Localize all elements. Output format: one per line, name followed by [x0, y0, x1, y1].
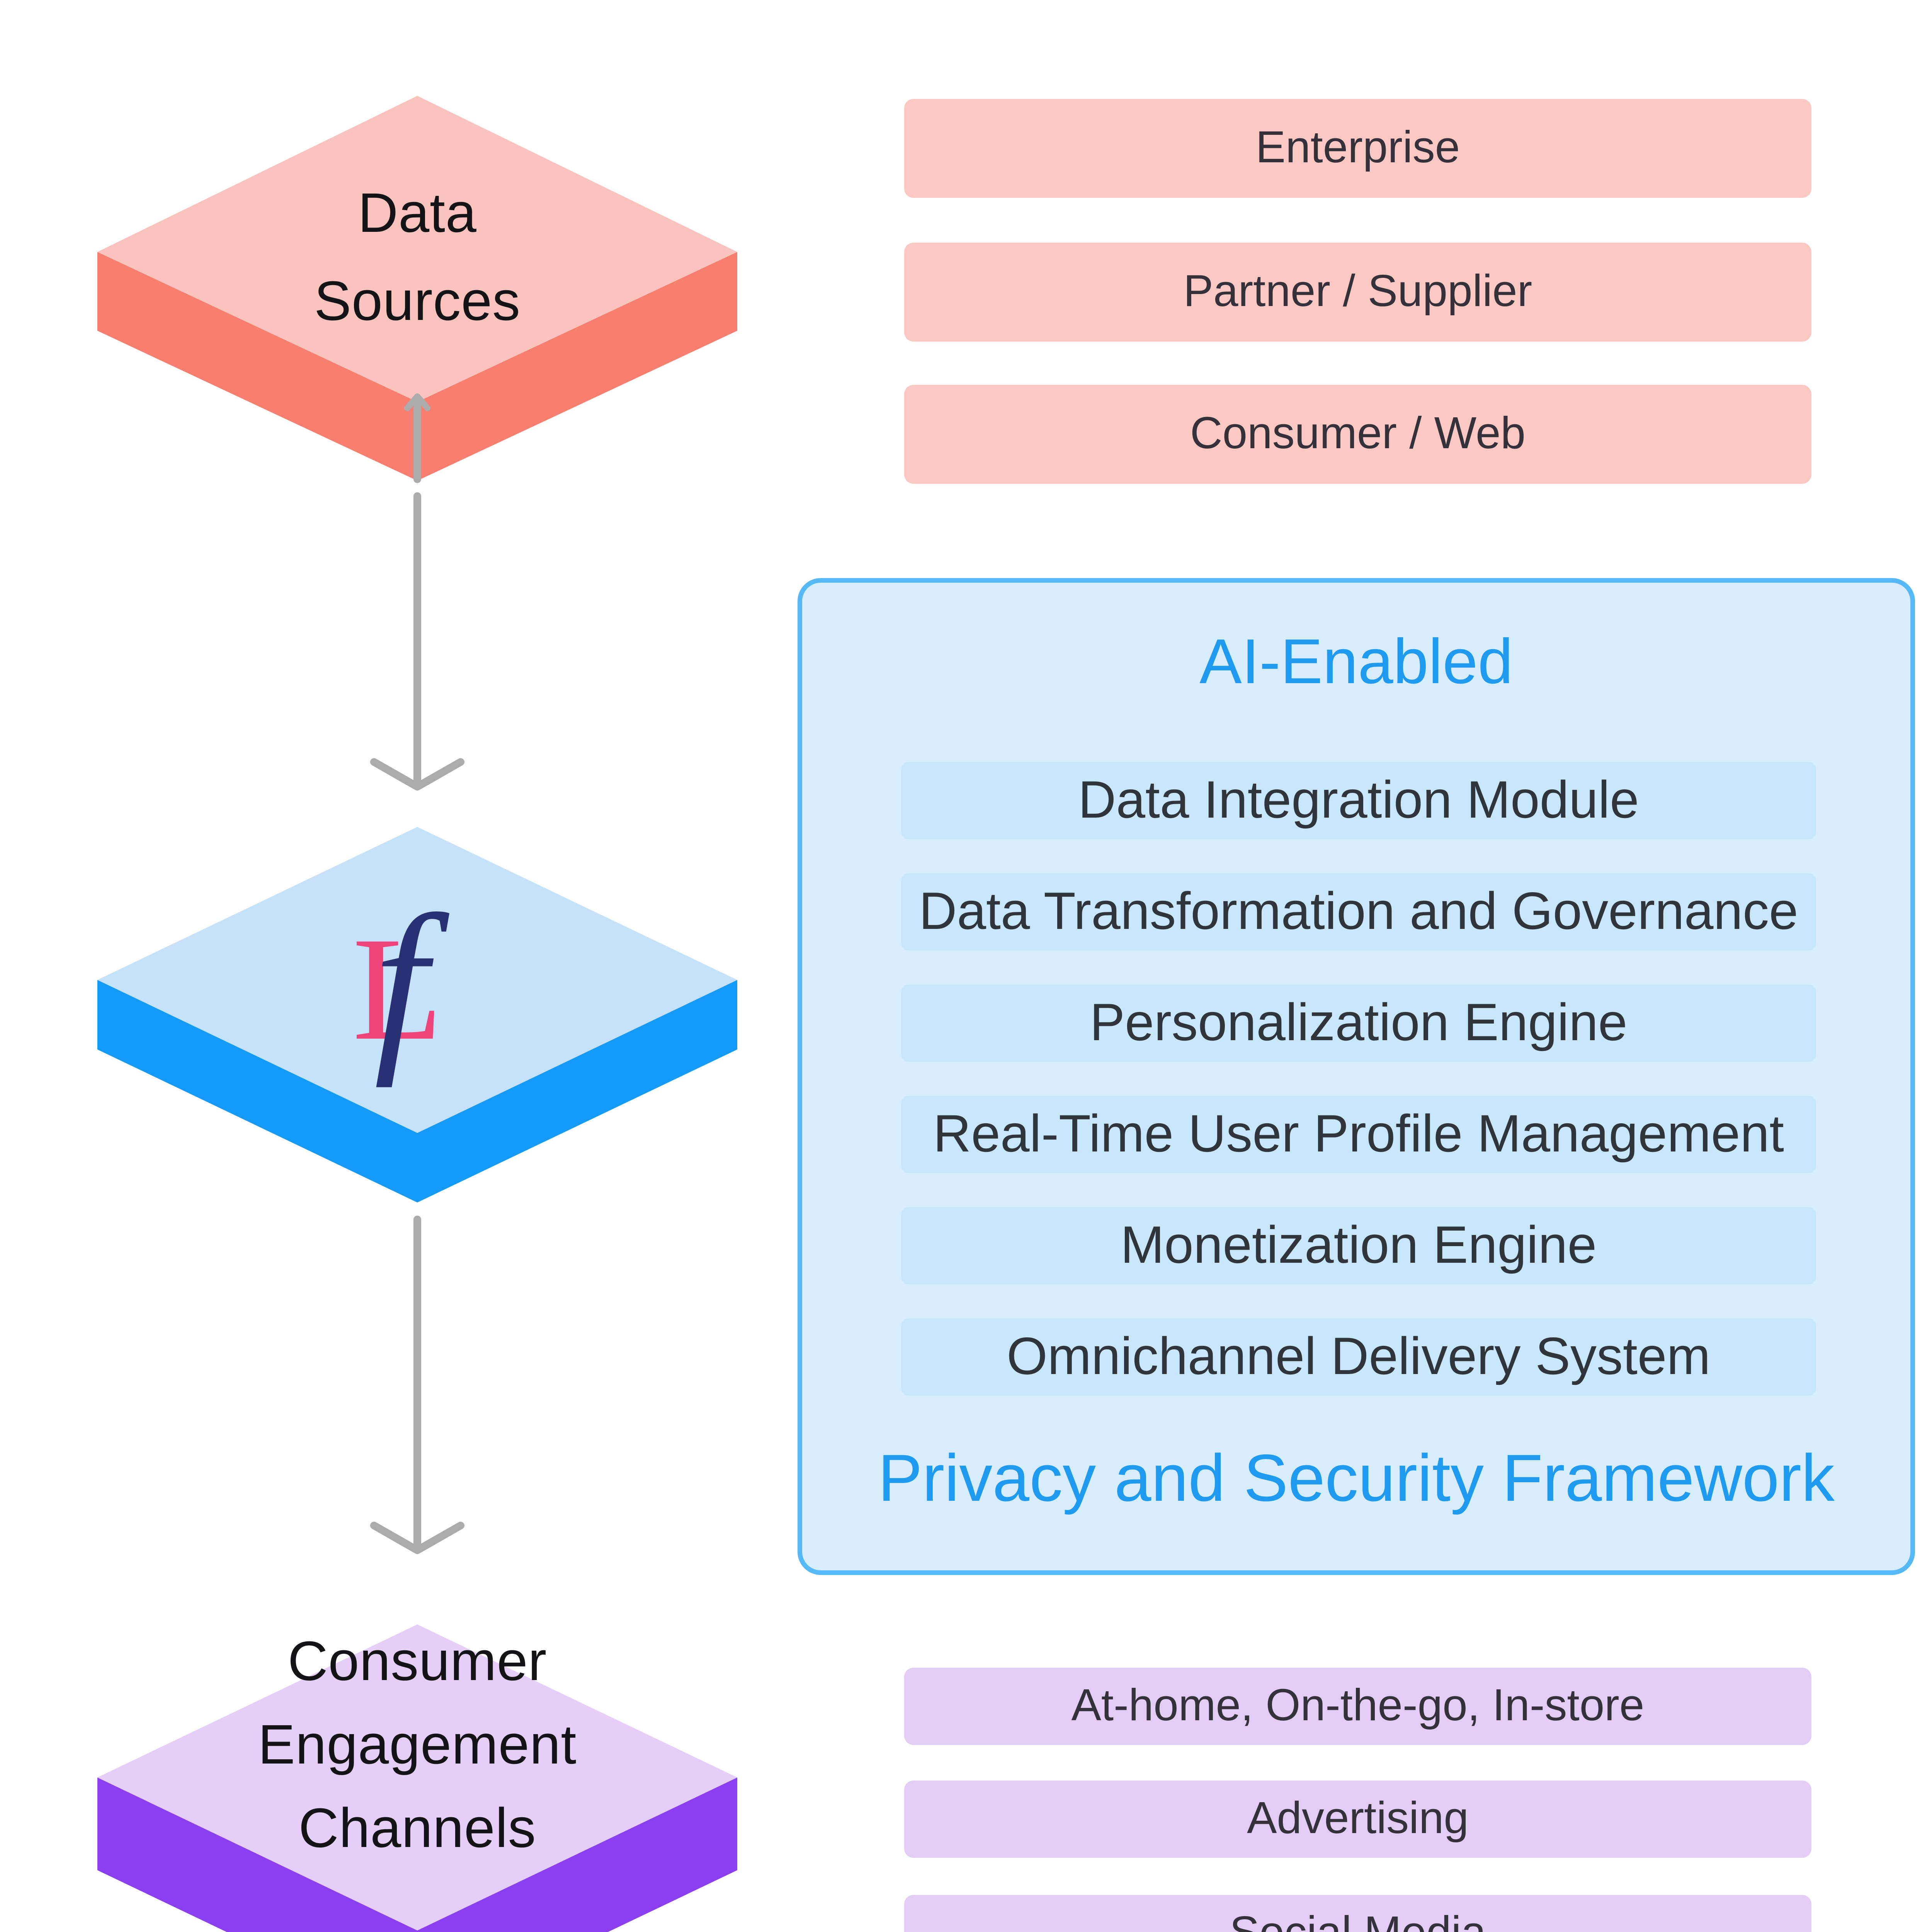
data-sources-label-line1: Data: [358, 181, 477, 244]
data-sources-diamond-left-face: [97, 252, 417, 481]
source-bar-consumer-web: Consumer / Web: [904, 385, 1811, 484]
consumer-channels-diamond-top-face: [97, 1624, 737, 1930]
consumer-channels-diamond: [97, 1624, 737, 1932]
platform-diamond-left-face: [97, 980, 417, 1202]
ai-enabled-panel: AI-Enabled Data Integration Module Data …: [798, 578, 1915, 1575]
module-omnichannel-delivery: Omnichannel Delivery System: [901, 1318, 1816, 1396]
data-sources-label-line2: Sources: [314, 269, 520, 332]
channel-bar-social-media: Social Media: [904, 1895, 1811, 1932]
consumer-channels-label-line2: Engagement: [258, 1713, 577, 1776]
logo-letter-f: f: [374, 876, 427, 1088]
channel-bar-athome-onthego-instore: At-home, On-the-go, In-store: [904, 1668, 1811, 1745]
data-sources-diamond: [97, 96, 737, 481]
arrow-down-head-icon: [370, 1522, 464, 1554]
platform-logo: L f: [352, 886, 482, 1085]
module-monetization-engine: Monetization Engine: [901, 1207, 1816, 1284]
arrow-down-head-icon: [370, 758, 464, 791]
module-data-integration: Data Integration Module: [901, 762, 1816, 839]
module-personalization-engine: Personalization Engine: [901, 985, 1816, 1062]
platform-diamond: [97, 827, 737, 1202]
logo-letter-l: L: [352, 906, 443, 1071]
channel-bar-advertising: Advertising: [904, 1781, 1811, 1858]
consumer-channels-diamond-left-face: [97, 1777, 417, 1932]
consumer-channels-diamond-right-face: [417, 1777, 737, 1932]
consumer-channels-label-line3: Channels: [298, 1796, 536, 1859]
module-data-transformation-governance: Data Transformation and Governance: [901, 873, 1816, 951]
source-bar-enterprise: Enterprise: [904, 99, 1811, 198]
arrow-sources-to-platform: [370, 393, 464, 791]
module-realtime-user-profile: Real-Time User Profile Management: [901, 1096, 1816, 1173]
data-sources-diamond-top-face: [97, 96, 737, 402]
platform-diamond-top-face: [97, 827, 737, 1133]
ai-panel-title: AI-Enabled: [1199, 626, 1513, 697]
platform-diamond-right-face: [417, 980, 737, 1202]
consumer-channels-label-line1: Consumer: [287, 1629, 547, 1692]
privacy-security-framework-label: Privacy and Security Framework: [878, 1442, 1835, 1516]
arrow-platform-to-channels: [370, 1216, 464, 1554]
source-bar-partner-supplier: Partner / Supplier: [904, 243, 1811, 342]
data-sources-diamond-right-face: [417, 252, 737, 481]
